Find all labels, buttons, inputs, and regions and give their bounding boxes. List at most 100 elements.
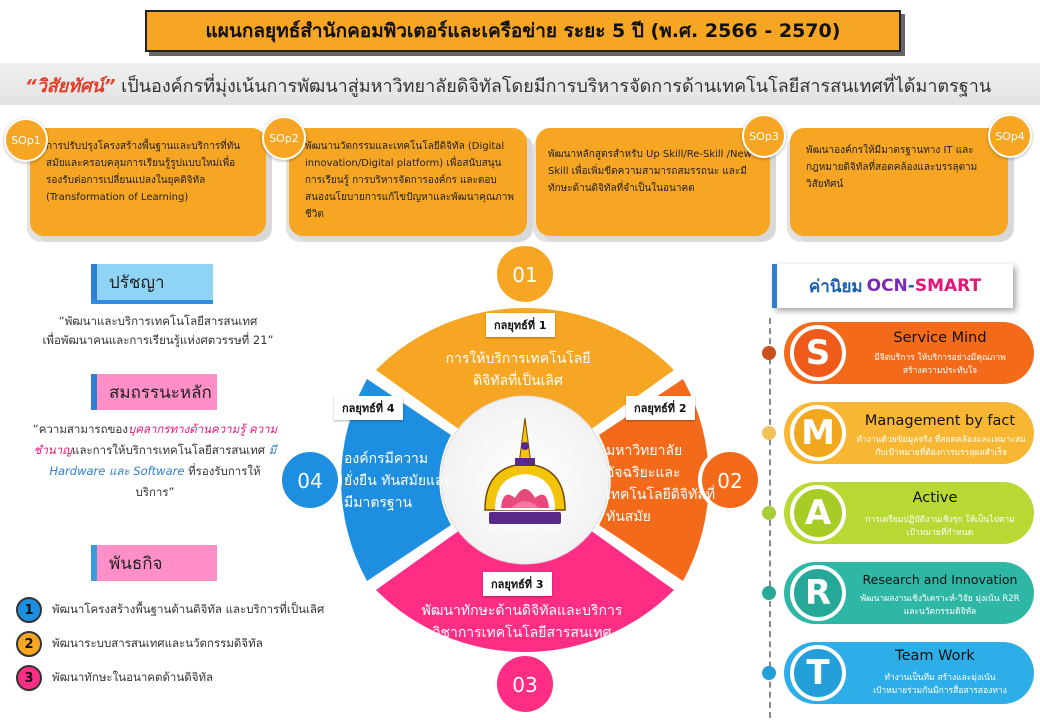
competency-part-3: ที่รองรับการให้บริการ” [135, 464, 261, 499]
philosophy-line-2: เพื่อพัฒนาคนและการเรียนรู้แห่งศตวรรษที่ … [42, 333, 274, 347]
strategy-wheel: 01 02 03 04 มหาวิทยาลัยอุบลราชธานี [278, 242, 762, 716]
so-card-2: พัฒนานวัตกรรมและเทคโนโลยีดิจิทัล (Digita… [289, 128, 527, 236]
strategy-text-1: การให้บริการเทคโนโลยีดิจิทัลที่เป็นเลิศ [445, 351, 591, 389]
mission-item-3: 3 พัฒนาทักษะในอนาคตด้านดิจิทัล [16, 664, 336, 692]
so-badge-3-label: SOp3 [749, 129, 779, 143]
value-desc-m-2: กับเป้าหมายที่ต้องการบรรลุผลสำเร็จ [875, 448, 1007, 458]
vision-text: เป็นองค์กรที่มุ่งเน้นการพัฒนาสู่มหาวิทยา… [115, 76, 992, 97]
strategy-tag-1: กลยุทธ์ที่ 1 [486, 313, 555, 337]
value-desc-t-2: เป้าหมายร่วมกันมีการสื่อสารสองทาง [873, 686, 1007, 696]
so-badge-4: SOp4 [988, 114, 1032, 158]
logo-caption: มหาวิทยาลัยอุบลราชธานี [492, 524, 558, 532]
vision-label: “วิสัยทัศน์” [25, 76, 116, 97]
value-dot-s [762, 346, 776, 360]
mission-number-1: 1 [16, 597, 42, 623]
value-desc-s-1: มีจิตบริการ ให้บริการอย่างมีคุณภาพ [874, 353, 1006, 363]
mission-number-2: 2 [16, 631, 42, 657]
so-text-3: พัฒนาหลักสูตรสำหรับ Up Skill/Re-Skill /N… [548, 149, 752, 194]
values-heading-smart: SMART [914, 276, 982, 296]
value-title-s: Service Mind [893, 330, 987, 346]
mission-text-3: พัฒนาทักษะในอนาคตด้านดิจิทัล [52, 670, 214, 684]
strategy-number-circle-3 [493, 652, 557, 716]
university-logo [484, 417, 566, 524]
value-letter-t: T [790, 645, 846, 701]
strategy-segment-2 [599, 379, 709, 581]
mission-list: 1 พัฒนาโครงสร้างพื้นฐานด้านดิจิทัล และบร… [16, 596, 336, 692]
mission-item-2: 2 พัฒนาระบบสารสนเทศและนวัตกรรมดิจิทัล [16, 630, 336, 658]
mission-text-1: พัฒนาโครงสร้างพื้นฐานด้านดิจิทัล และบริก… [52, 602, 325, 616]
values-heading-dash: - [907, 276, 915, 296]
strategy-text-2: มหาวิทยาลัยอัจฉริยะและเทคโนโลยีดิจิทัลที… [606, 443, 716, 525]
philosophy-line-1: “พัฒนาและบริการเทคโนโลยีสารสนเทศ [58, 314, 258, 328]
value-title-a: Active [912, 490, 958, 506]
value-desc-m-1: ทำงานด้วยข้อมูลจริง ที่สอดคล้องและเหมาะส… [856, 435, 1026, 445]
competency-text: “ความสามารถของบุคลากรทางด้านความรู้ ความ… [30, 419, 280, 503]
competency-highlight-1: บุคลากรทางด้านความรู้ ความชำนาญ [33, 422, 278, 457]
strategy-number-circle-1 [493, 242, 557, 306]
vision-band [0, 63, 1040, 105]
strategy-number-circle-2 [698, 448, 762, 512]
vision-statement: “วิสัยทัศน์” เป็นองค์กรที่มุ่งเน้นการพัฒ… [25, 71, 1035, 100]
philosophy-heading-text: ปรัชญา [109, 272, 165, 293]
value-desc-a-2: เป้าหมายที่กำหนด [906, 528, 974, 538]
strategy-tag-3: กลยุทธ์ที่ 3 [483, 572, 552, 596]
value-dot-a [762, 506, 776, 520]
value-desc-a-1: การเตรียมปฏิบัติงานเชิงรุก ให้เป็นไปตาม [865, 515, 1015, 525]
competency-heading-text: สมถรรนะหลัก [109, 382, 212, 403]
so-badge-3: SOp3 [742, 114, 786, 158]
values-heading: ค่านิยม OCN-SMART [772, 264, 1013, 308]
so-text-2: พัฒนานวัตกรรมและเทคโนโลยีดิจิทัล (Digita… [305, 141, 514, 220]
strategy-number-1: 01 [512, 263, 537, 287]
philosophy-heading: ปรัชญา [91, 264, 213, 300]
competency-heading: สมถรรนะหลัก [91, 374, 217, 410]
value-dot-t [762, 666, 776, 680]
strategy-number-2: 02 [717, 469, 742, 493]
mission-item-1: 1 พัฒนาโครงสร้างพื้นฐานด้านดิจิทัล และบร… [16, 596, 336, 624]
philosophy-text: “พัฒนาและบริการเทคโนโลยีสารสนเทศ เพื่อพั… [18, 312, 298, 350]
strategy-number-4: 04 [297, 469, 322, 493]
value-desc-m: ทำงานด้วยข้อมูลจริง ที่สอดคล้องและเหมาะส… [850, 434, 1032, 460]
value-desc-r-1: พัฒนาผลงานเชิงวิเคราะห์-วิจัย มุ่งเน้น R… [860, 594, 1020, 604]
mission-heading-text: พันธกิจ [109, 553, 163, 574]
value-letter-s: S [790, 325, 846, 381]
values-heading-prefix: ค่านิยม [808, 276, 863, 297]
value-letter-a: A [790, 485, 846, 541]
value-dot-m [762, 426, 776, 440]
value-desc-s-2: สร้างความประทับใจ [902, 366, 978, 376]
page-title: แผนกลยุทธ์สำนักคอมพิวเตอร์และเครือข่าย ร… [145, 10, 901, 52]
strategy-number-circle-4 [278, 448, 342, 512]
strategy-segment-4 [341, 379, 451, 581]
so-card-3: พัฒนาหลักสูตรสำหรับ Up Skill/Re-Skill /N… [536, 128, 770, 236]
strategy-text-4: องค์กรมีความยั่งยืน ทันสมัยและมีมาตรฐาน [344, 451, 452, 511]
mission-heading: พันธกิจ [91, 545, 217, 581]
so-card-4: พัฒนาองค์กรให้มีมาตรฐานทาง IT และกฎหมายด… [790, 128, 1008, 236]
so-card-1: การปรับปรุงโครงสร้างพื้นฐานและบริการที่ท… [30, 128, 266, 236]
strategy-number-3: 03 [512, 673, 537, 697]
mission-text-2: พัฒนาระบบสารสนเทศและนวัตกรรมดิจิทัล [52, 636, 263, 650]
value-desc-t-1: ทำงานเป็นทีม สร้างและมุ่งเน้น [884, 673, 996, 683]
competency-part-2: และการให้บริการเทคโนโลยีสารสนเทศ [72, 443, 269, 457]
so-text-4: พัฒนาองค์กรให้มีมาตรฐานทาง IT และกฎหมายด… [806, 145, 978, 190]
value-desc-s: มีจิตบริการ ให้บริการอย่างมีคุณภาพสร้างค… [850, 352, 1030, 378]
value-title-m: Management by fact [864, 413, 1016, 429]
strategy-text-3: พัฒนาทักษะด้านดิจิทัลและบริการวิชาการเทค… [421, 603, 623, 641]
value-desc-r: พัฒนาผลงานเชิงวิเคราะห์-วิจัย มุ่งเน้น R… [850, 593, 1030, 619]
value-desc-t: ทำงานเป็นทีม สร้างและมุ่งเน้นเป้าหมายร่ว… [850, 672, 1030, 698]
so-badge-1: SOp1 [4, 118, 48, 162]
so-badge-2: SOp2 [262, 116, 306, 160]
strategy-tag-2: กลยุทธ์ที่ 2 [626, 396, 695, 420]
values-heading-ocn: OCN [866, 276, 908, 296]
so-text-1: การปรับปรุงโครงสร้างพื้นฐานและบริการที่ท… [46, 141, 241, 203]
so-badge-1-label: SOp1 [11, 133, 41, 147]
competency-highlight-2: มี Hardware และ Software [49, 443, 277, 478]
so-badge-4-label: SOp4 [995, 129, 1025, 143]
value-title-t: Team Work [895, 648, 975, 664]
strategy-tag-4: กลยุทธ์ที่ 4 [334, 396, 403, 420]
value-letter-m: M [790, 405, 846, 461]
value-dot-r [762, 586, 776, 600]
page-title-text: แผนกลยุทธ์สำนักคอมพิวเตอร์และเครือข่าย ร… [205, 20, 841, 42]
so-badge-2-label: SOp2 [269, 131, 299, 145]
strategy-segment-1 [376, 307, 674, 430]
value-desc-r-2: และนวัตกรรมดิจิทัล [903, 607, 977, 617]
value-desc-a: การเตรียมปฏิบัติงานเชิงรุก ให้เป็นไปตามเ… [850, 514, 1030, 540]
